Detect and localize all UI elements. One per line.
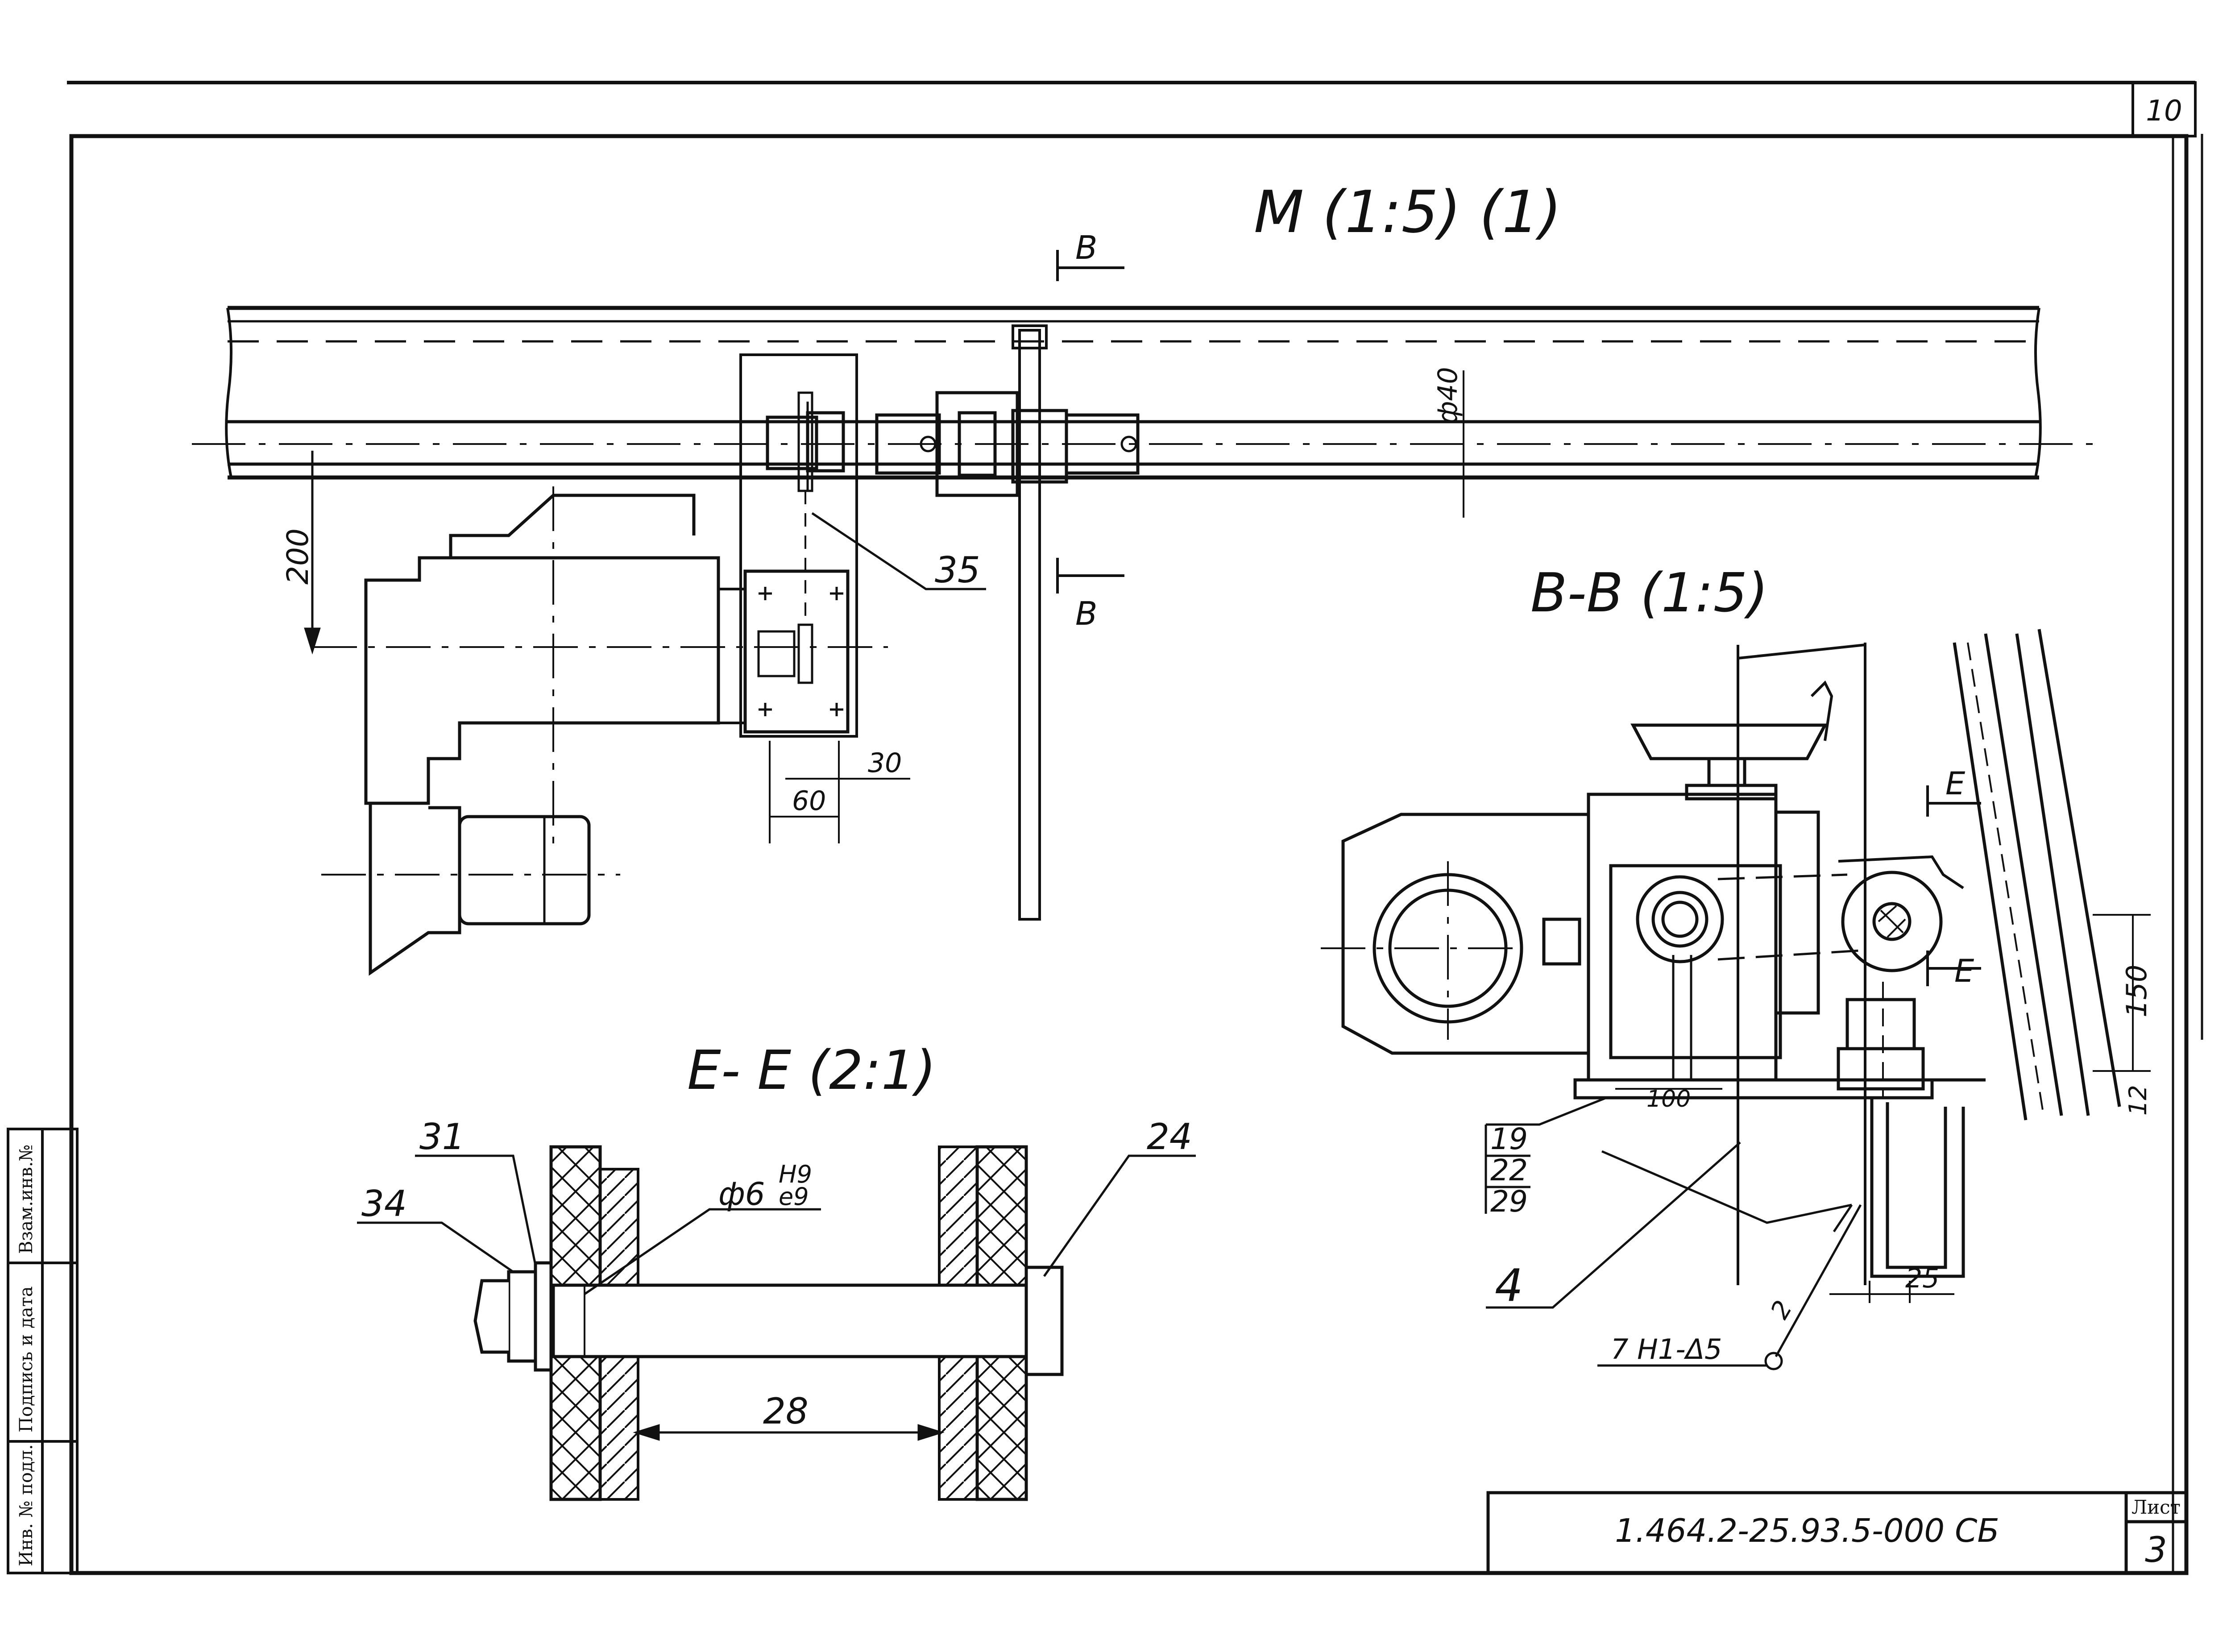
fit-lower-tolerance: е9 <box>779 1183 809 1211</box>
leader-35-label: 35 <box>935 549 980 591</box>
dim-30: 30 <box>868 747 902 779</box>
view-bb-title: В-В (1:5) <box>1530 562 1768 624</box>
weld-note: 7 Н1-Δ5 <box>1611 1333 1722 1366</box>
dim-25: 25 <box>1905 1263 1939 1294</box>
dim-height-200: 200 <box>281 528 315 585</box>
leader-19-label: 19 <box>1490 1122 1528 1156</box>
signature-date-label: Подпись и дата <box>16 1286 37 1432</box>
side-stamp <box>7 1128 79 1574</box>
sheet-number: 3 <box>2145 1530 2167 1570</box>
dim-60: 60 <box>792 785 826 817</box>
replaced-inv-label: Взам.инв.№ <box>16 1145 37 1254</box>
fit-diameter: ф6 <box>718 1176 765 1212</box>
view-bb <box>1321 629 2151 1370</box>
dim-100: 100 <box>1646 1086 1691 1112</box>
leader-2-label: 2 <box>1765 1296 1798 1324</box>
view-m <box>192 250 2093 976</box>
leader-31-label: 31 <box>419 1116 465 1158</box>
fit-upper-tolerance: Н9 <box>779 1160 812 1188</box>
document-code: 1.464.2-25.93.5-000 СБ <box>1615 1512 1999 1549</box>
leader-29-label: 29 <box>1490 1184 1528 1219</box>
sheet-frame <box>67 81 2203 1575</box>
dim-12: 12 <box>2124 1085 2152 1116</box>
section-mark-b-top: В <box>1075 229 1097 266</box>
dim-28: 28 <box>763 1391 809 1432</box>
view-m-title: М (1:5) (1) <box>1254 178 1562 246</box>
title-block <box>1486 1491 2188 1575</box>
view-ee <box>357 1145 1196 1501</box>
leader-4-label: 4 <box>1495 1259 1523 1312</box>
sheet-label: Лист <box>2131 1496 2181 1518</box>
leader-22-label: 22 <box>1490 1153 1528 1187</box>
view-ee-title: Е- Е (2:1) <box>687 1040 936 1102</box>
leader-34-label: 34 <box>361 1183 407 1224</box>
section-mark-e-top: Е <box>1945 765 1966 802</box>
dim-diameter-40: ф40 <box>1432 367 1464 424</box>
leader-24-label: 24 <box>1147 1116 1192 1158</box>
page-number-top: 10 <box>2146 95 2182 128</box>
section-mark-b-bottom: В <box>1075 595 1097 632</box>
section-mark-e-bottom: Е <box>1954 953 1974 989</box>
inv-no-label: Инв. № подл. <box>16 1444 37 1566</box>
dim-150: 150 <box>2120 965 2153 1017</box>
